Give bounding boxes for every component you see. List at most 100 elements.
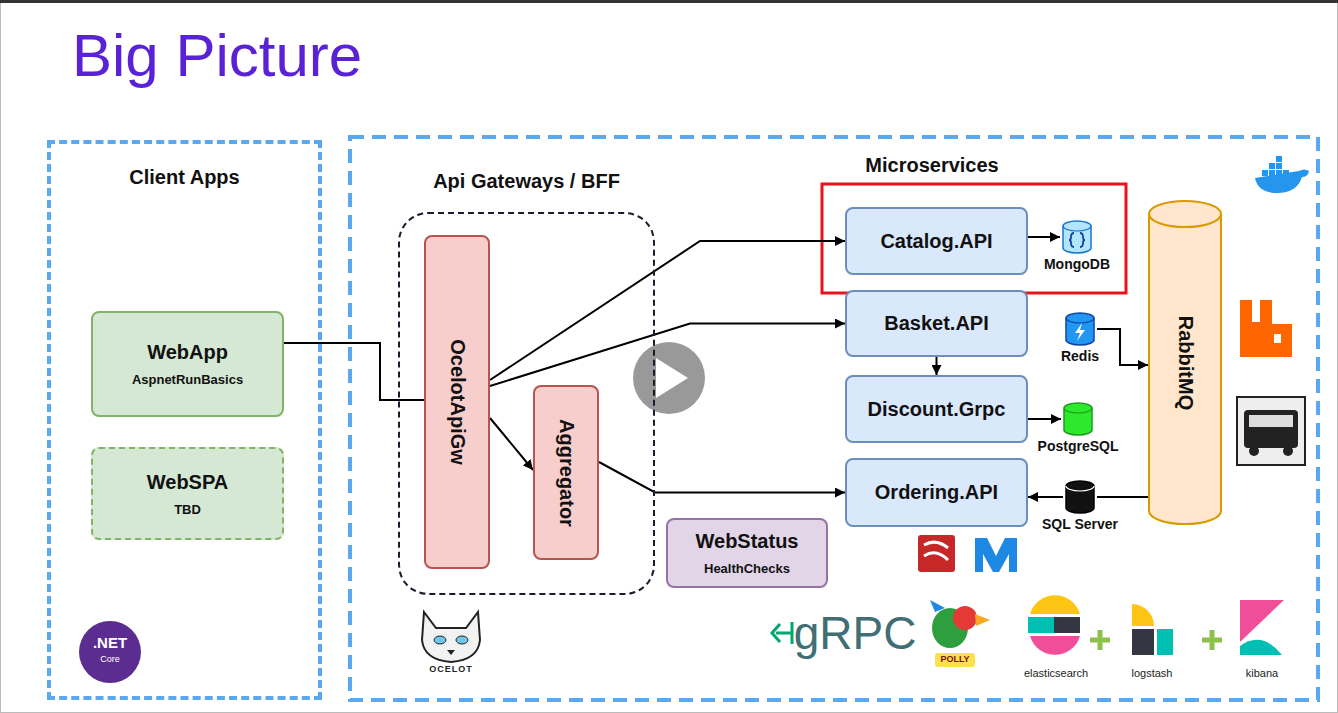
node-title: OcelotApiGw [446, 339, 469, 465]
docker-box [1262, 170, 1268, 176]
docker-box [1276, 163, 1282, 169]
kibana-logo [1240, 600, 1284, 642]
aggregator-box: Aggregator [533, 385, 599, 560]
connector [490, 324, 845, 387]
node-title: WebSPA [147, 471, 229, 494]
play-button [633, 342, 705, 414]
node-title: Discount.Grpc [868, 398, 1006, 421]
service-box: Discount.Grpc [845, 375, 1028, 443]
logo-text: logstash [1132, 667, 1173, 679]
connector [490, 241, 845, 380]
connector [1028, 236, 1060, 238]
braces-mark [1069, 233, 1085, 247]
grpc-glyph [772, 622, 792, 644]
client-region: Client AppsWebAppAspnetRunBasicsWebSPATB… [47, 140, 322, 700]
bolt-mark [1075, 323, 1085, 341]
message-bus: RabbitMQ [1148, 200, 1222, 525]
cylinder-top [1063, 226, 1091, 231]
cylinder-top [1066, 318, 1094, 323]
bus-wheel [1283, 446, 1293, 456]
connector [1097, 496, 1148, 498]
database-cylinder [1060, 220, 1094, 254]
logo-text: OCELOT [429, 665, 473, 675]
node-title: Catalog.API [880, 230, 992, 253]
logo-text: POLLY [940, 655, 969, 665]
node-title: Client Apps [21, 166, 348, 189]
elastic-logo-mid [1028, 617, 1054, 633]
play-triangle [656, 358, 688, 398]
connector [599, 462, 845, 493]
service-box: Catalog.API [845, 207, 1028, 275]
cylinder-top [1064, 408, 1092, 413]
cylinder-top [1149, 214, 1221, 227]
node-title: Aggregator [555, 419, 578, 527]
database-cylinder [1063, 312, 1097, 346]
node-title: WebApp [147, 341, 228, 364]
dotnet-logo [79, 621, 141, 683]
ef-logo [918, 535, 955, 572]
logstash-logo [1157, 629, 1173, 655]
service-box: Ordering.API [845, 458, 1028, 527]
logstash-logo [1132, 604, 1154, 626]
mediatr-logo [975, 538, 1017, 572]
node-title: RabbitMQ [1174, 315, 1197, 409]
logo-text: Core [100, 655, 120, 665]
node-title: MongoDB [1044, 256, 1110, 272]
logo-text: .NET [93, 635, 127, 652]
rabbitmq-logo-hole [1274, 334, 1281, 343]
ef-logo-mark [924, 542, 948, 560]
logstash-logo [1132, 629, 1154, 655]
cylinder-body [1066, 481, 1094, 513]
elastic-logo-top [1030, 595, 1080, 614]
node-title: Redis [1061, 348, 1099, 364]
elastic-logo-mid [1054, 617, 1080, 633]
polly-banner [935, 653, 975, 667]
node-title: Ordering.API [875, 481, 998, 504]
connector [284, 343, 424, 400]
slide-title: Big Picture [72, 26, 362, 86]
logo-text: kibana [1246, 667, 1278, 679]
masstransit-logo [1237, 397, 1305, 465]
docker-box [1269, 163, 1275, 169]
docker-boundary [350, 137, 1318, 700]
gateway-region: Api Gateways / BFFOcelotApiGwAggregator [398, 212, 655, 595]
connector [490, 418, 533, 470]
node-title: SQL Server [1042, 516, 1118, 532]
bus-window [1249, 415, 1293, 427]
connector [1028, 496, 1063, 498]
service-box: Basket.API [845, 290, 1028, 357]
cat-eye [434, 636, 446, 644]
node-subtitle: HealthChecks [704, 561, 790, 576]
cat-nose [447, 650, 455, 655]
docker-containers [1262, 156, 1289, 176]
node-title: Api Gateways / BFF [370, 170, 683, 193]
node-title: WebStatus [696, 530, 799, 553]
highlight-box [822, 184, 1126, 293]
parrot-head [953, 606, 977, 630]
top-bar [0, 0, 1338, 3]
cylinder-body [1063, 221, 1091, 253]
plus-sign [1202, 630, 1222, 650]
connector [936, 357, 938, 375]
docker-whale [1255, 170, 1309, 194]
logo-text: elasticsearch [1024, 667, 1088, 679]
bus-body [1244, 410, 1298, 448]
logo-text: gRPC [794, 610, 917, 656]
client-app-box: WebSPATBD [91, 447, 284, 540]
rabbitmq-logo [1240, 300, 1292, 357]
database-icon: Redis [1061, 312, 1100, 364]
bus-wheel [1249, 446, 1259, 456]
elastic-logo-bottom [1030, 636, 1080, 655]
connector [1097, 329, 1148, 365]
node-subtitle: AspnetRunBasics [132, 372, 243, 387]
cylinder-body [1064, 403, 1092, 435]
node-title: PostgreSQL [1038, 438, 1119, 454]
client-app-box: WebAppAspnetRunBasics [91, 311, 284, 417]
cylinder-body [1066, 313, 1094, 345]
parrot-feather [930, 600, 945, 612]
database-icon: MongoDB [1044, 220, 1111, 272]
cylinder-top [1066, 486, 1094, 491]
database-icon: SQL Server [1042, 480, 1119, 532]
docker-box [1269, 170, 1275, 176]
